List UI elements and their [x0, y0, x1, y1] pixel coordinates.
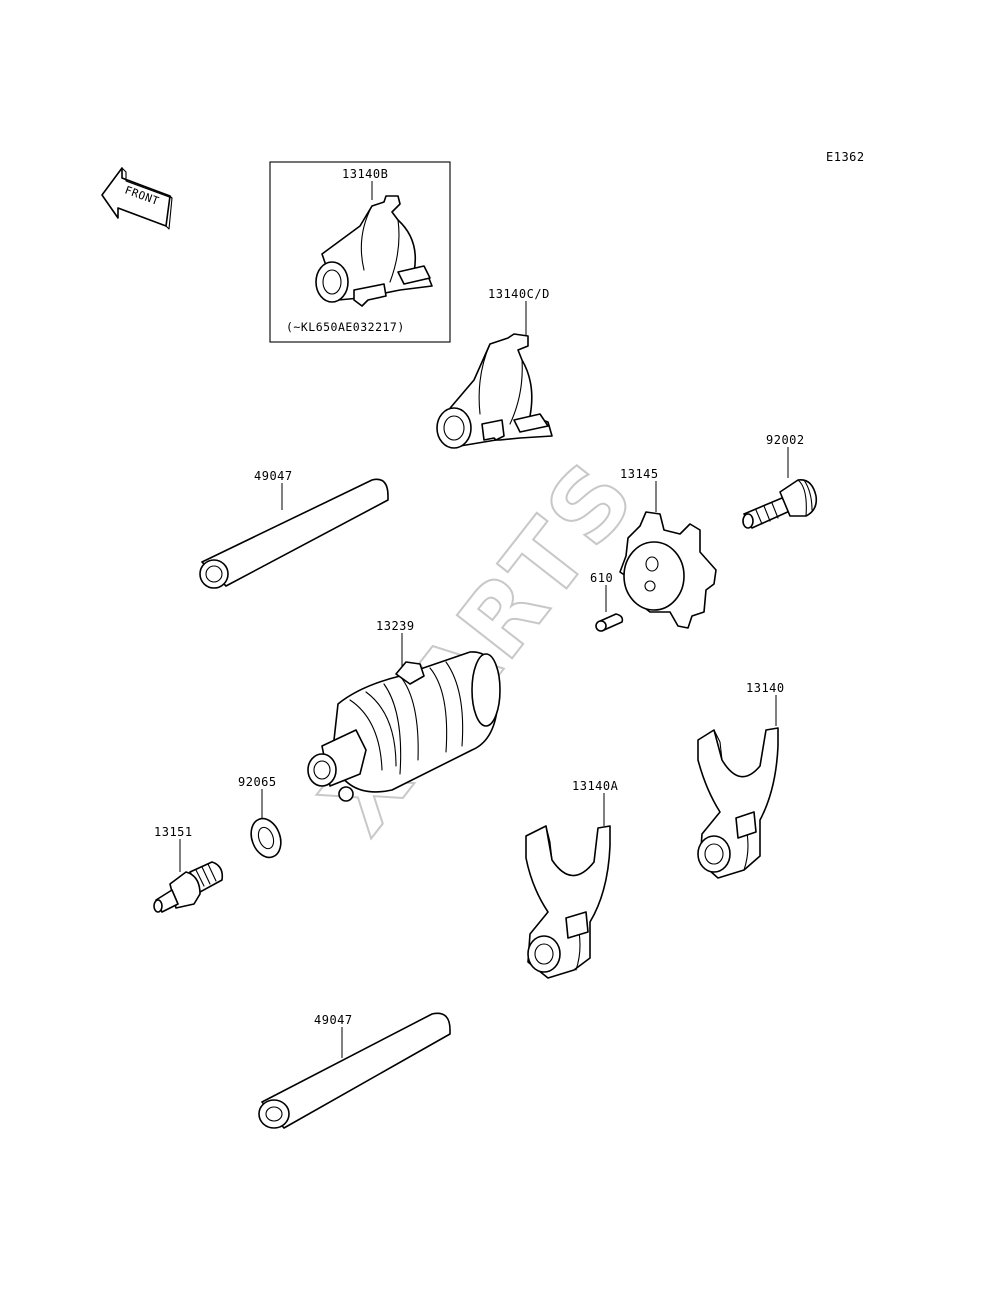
- label-fork-a: 13140A: [572, 779, 619, 793]
- shift-fork-13140: 13140: [697, 681, 785, 879]
- washer-92065: 92065: [238, 775, 282, 859]
- drum-plate-13145: 13145: [619, 467, 717, 629]
- label-bolt: 92002: [766, 433, 805, 447]
- label-shaft-lower: 49047: [314, 1013, 353, 1027]
- inset-box: 13140B (~KL650AE032217): [269, 161, 451, 343]
- diagram-code: E1362: [826, 150, 865, 164]
- shift-drum-13239: 13239: [307, 619, 501, 802]
- neutral-switch-13151: 13151: [153, 825, 224, 913]
- label-13140cd: 13140C/D: [488, 287, 550, 301]
- label-drum: 13239: [376, 619, 415, 633]
- pin-610: 610: [590, 571, 624, 632]
- label-pin: 610: [590, 571, 613, 585]
- label-drum-plate: 13145: [620, 467, 659, 481]
- shift-fork-13140b: [315, 195, 433, 307]
- bolt-92002: 92002: [742, 433, 818, 529]
- front-arrow-icon: FRONT: [101, 167, 173, 230]
- shift-fork-13140cd: 13140C/D: [436, 287, 553, 449]
- shaft-lower: 49047: [258, 1012, 451, 1129]
- shift-fork-13140a: 13140A: [525, 779, 619, 979]
- inset-note: (~KL650AE032217): [286, 320, 405, 334]
- inset-part-number: 13140B: [342, 167, 388, 181]
- label-switch: 13151: [154, 825, 193, 839]
- label-fork-right: 13140: [746, 681, 785, 695]
- label-shaft-upper: 49047: [254, 469, 293, 483]
- label-washer: 92065: [238, 775, 277, 789]
- shaft-upper: 49047: [199, 469, 389, 589]
